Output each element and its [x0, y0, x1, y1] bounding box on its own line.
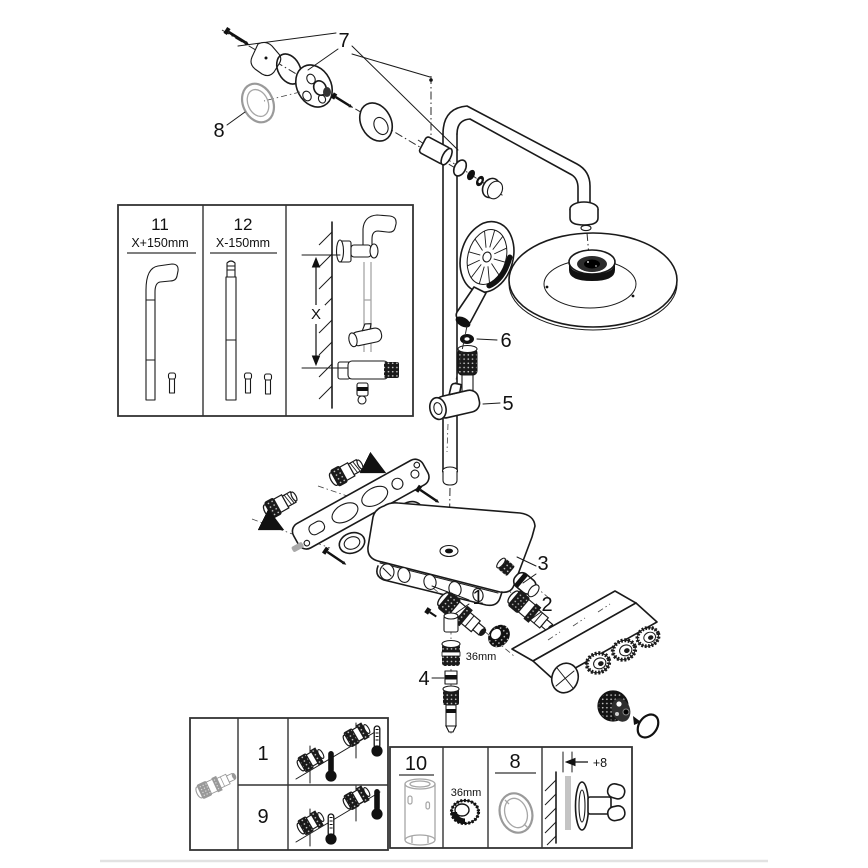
- glider-small: [348, 323, 383, 348]
- cartridge-variant-table: 1 9: [189, 717, 389, 851]
- ring-size-label: 36mm: [451, 787, 482, 799]
- check-valve: [444, 670, 458, 685]
- option-12-number: 12: [234, 215, 253, 234]
- callout-6-label: 6: [500, 330, 511, 352]
- part8-seal-ring: 8: [213, 82, 301, 142]
- bottom-wall-bracket: [337, 360, 399, 405]
- wall-holder-icon: [574, 781, 626, 831]
- cover-end-ring: [550, 662, 580, 694]
- extension-sleeve-icon: [404, 778, 436, 846]
- screw-small: [263, 373, 273, 395]
- union-fitting: [326, 454, 367, 490]
- outlet-pipe: [445, 704, 457, 733]
- rail-option-11: 11 X+150mm: [127, 215, 196, 401]
- ball-joint-hub: [568, 249, 616, 281]
- sleeve-cell: 10: [399, 753, 436, 846]
- screw-icon: [330, 92, 353, 108]
- knurled-nut: [441, 639, 461, 666]
- screw-small-icon: [424, 607, 437, 618]
- rail-rod-hooked: [145, 263, 179, 401]
- rail-rod-straight: [225, 260, 237, 401]
- leader-line: [226, 111, 246, 126]
- plane-line: [237, 32, 337, 47]
- sleeve-number: 10: [405, 753, 427, 775]
- escutcheon-ring-small: [452, 159, 468, 177]
- row1-orientation-diagram: [294, 720, 384, 784]
- screw-icon: [321, 546, 347, 565]
- ring-escutcheon: [338, 531, 366, 555]
- seal-number: 8: [509, 751, 520, 773]
- part4-stack: 4: [418, 612, 461, 733]
- part5-glider-bracket: 5: [428, 382, 514, 453]
- screw-small: [167, 372, 177, 394]
- assembly-arrow: [359, 451, 387, 474]
- assembly-arrow: [257, 508, 285, 531]
- callout-2-label: 2: [541, 594, 552, 616]
- wall-hatching: [318, 231, 333, 400]
- escutcheon-ring: [358, 102, 394, 142]
- plane-line: [351, 45, 459, 151]
- hand-shower: [455, 220, 515, 328]
- shelf-plate: [367, 502, 536, 594]
- plane-line: [351, 53, 431, 78]
- screw-small: [243, 372, 253, 394]
- nut-36mm-icon: [449, 798, 481, 826]
- option-11-formula: X+150mm: [131, 236, 188, 250]
- part3-diverter: 3: [496, 553, 549, 598]
- ring-36mm-cell: 36mm: [449, 787, 482, 826]
- ring-36mm: 36mm: [466, 624, 510, 663]
- dimension-x-label: X: [311, 306, 321, 323]
- part7-exploded-assembly: 7: [221, 26, 463, 173]
- callout-7-label: 7: [338, 30, 349, 52]
- washer-icon: [475, 175, 485, 187]
- knurled-nut: [442, 685, 460, 705]
- valve-shelf-assembly: 1 36mm 2: [251, 451, 664, 739]
- washer-icon: [466, 169, 476, 181]
- misc-parts-table: 10 36mm: [389, 746, 633, 849]
- seal-8-cell: 8: [495, 751, 536, 834]
- rail-option-12: 12 X-150mm: [210, 215, 277, 401]
- shower-system: 6 5: [351, 53, 678, 549]
- wall-offset-cell: +8: [544, 751, 626, 846]
- shower-rail-and-arm: [441, 105, 599, 549]
- top-wall-holder: [335, 214, 397, 263]
- wall-offset-label: +8: [593, 756, 607, 770]
- cover-trim: [511, 590, 664, 694]
- callout-4-label: 4: [418, 668, 429, 690]
- screw-icon: [414, 484, 440, 503]
- wall-supply-connection: [417, 136, 506, 200]
- callout-3-label: 3: [537, 553, 548, 575]
- extension-spacer: [565, 776, 571, 830]
- row1-number: 1: [257, 743, 268, 765]
- callout-8-label: 8: [213, 120, 224, 142]
- valve-body: [376, 562, 503, 607]
- rail-length-option-box: 11 X+150mm 12 X-150mm: [117, 204, 414, 417]
- union-fitting: [260, 486, 301, 522]
- head-shower: [508, 232, 678, 331]
- cover-cap: [481, 177, 504, 200]
- option-11-number: 11: [151, 215, 169, 234]
- o-ring-icon: [636, 713, 660, 739]
- leader-line: [307, 48, 339, 71]
- option-12-formula: X-150mm: [216, 236, 270, 250]
- oval-seal-icon: [498, 792, 534, 834]
- callout-1-label: 1: [472, 587, 483, 609]
- mounting-flange: [294, 64, 334, 108]
- temperature-knob: [597, 690, 660, 739]
- dimension-x: X: [301, 254, 349, 369]
- row9-orientation-diagram: [294, 783, 383, 847]
- row9-number: 9: [257, 806, 268, 828]
- screw-icon: [223, 26, 250, 45]
- measurement-diagram: X: [301, 214, 399, 409]
- mounting-bar: [291, 458, 430, 552]
- callout-5-label: 5: [502, 393, 513, 415]
- ring-size-label: 36mm: [466, 651, 497, 663]
